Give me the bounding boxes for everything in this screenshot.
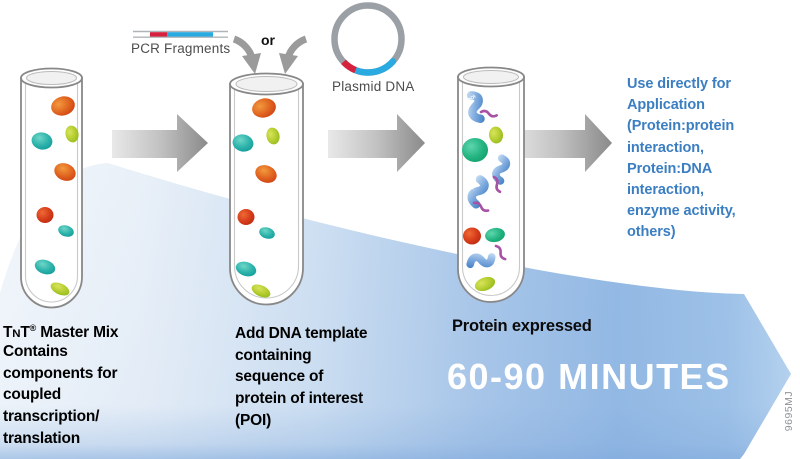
timeline-arrow-background (0, 163, 791, 459)
step1-title-t1: T (3, 324, 13, 341)
curved-arrow-left (232, 35, 261, 74)
protein-blob (462, 138, 488, 162)
step1-title-t2: T (20, 324, 30, 341)
pcr-fragments-icon (133, 30, 228, 38)
registered-mark: ® (29, 323, 37, 333)
process-arrow-1 (112, 114, 208, 172)
curved-arrow-right (279, 35, 308, 74)
step1-description: Contains components for coupled transcri… (3, 343, 118, 447)
tube-1-master-mix (20, 67, 83, 309)
process-arrow-2 (328, 114, 425, 172)
tube-2-dna-added (229, 72, 304, 306)
protein-blob (488, 126, 504, 144)
protein-expressed-label: Protein expressed (452, 317, 592, 335)
tube-3-protein-expressed: POI POI (457, 66, 525, 303)
plasmid-dna-label: Plasmid DNA (332, 79, 415, 94)
protein-blob (474, 276, 496, 292)
protein-blob (485, 227, 505, 243)
application-note: Use directly for Application (Protein:pr… (627, 76, 736, 241)
step1-title-rest: Master Mix (36, 324, 119, 341)
poi-tag: POI (467, 93, 478, 103)
figure-code: 9695MJ (783, 390, 795, 432)
or-label: or (261, 32, 275, 48)
protein-blobs: POI POI (462, 93, 507, 292)
step1-title: TNT® Master Mix (3, 323, 119, 342)
step1-title-smallcap-n: N (12, 328, 21, 340)
step2-description: Add DNA template containing sequence of … (235, 325, 368, 429)
duration-label: 60-90 MINUTES (447, 356, 731, 397)
plasmid-dna-icon (331, 2, 405, 76)
poi-protein-blob (469, 254, 493, 267)
process-arrow-3 (505, 114, 612, 172)
poi-tag: POI (470, 181, 481, 192)
protein-blob (463, 227, 481, 245)
pcr-fragments-label: PCR Fragments (131, 41, 231, 56)
